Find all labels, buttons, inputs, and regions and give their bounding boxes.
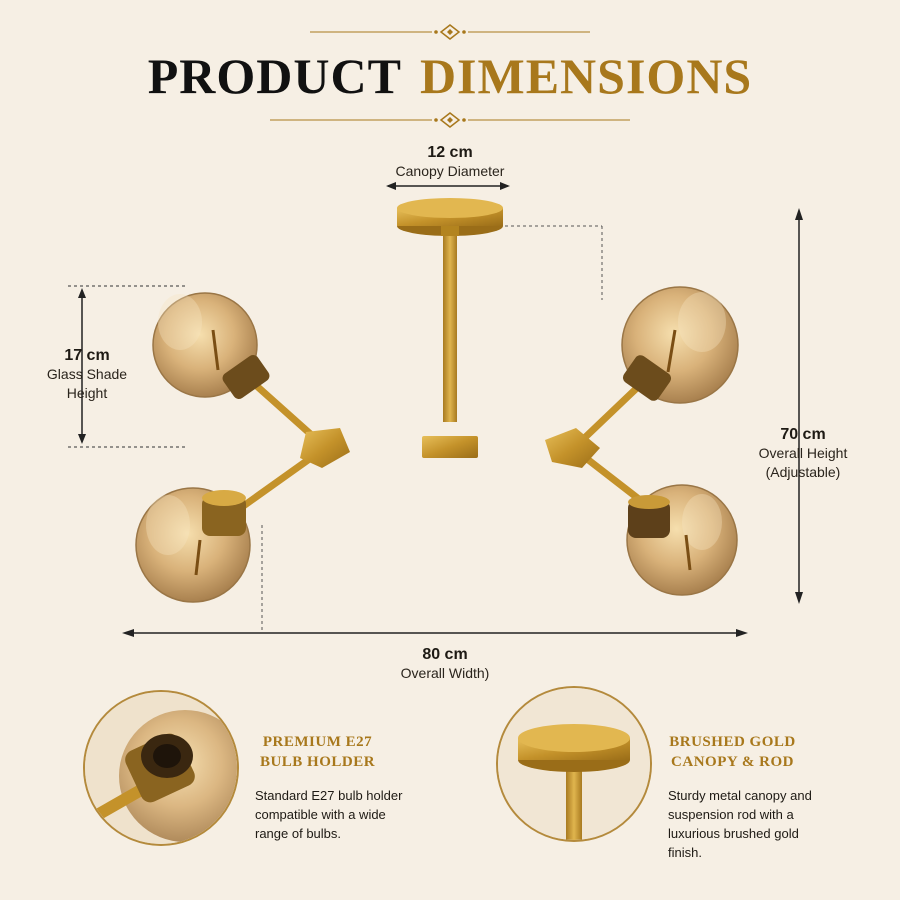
glass-globe-top-left: [152, 292, 270, 399]
glass-globe-bottom-left: [135, 487, 251, 603]
fixture-arms: [231, 376, 666, 521]
height-dimension: 70 cm Overall Height (Adjustable): [738, 426, 868, 482]
width-label: Overall Width): [400, 665, 490, 681]
height-value: 70 cm: [780, 426, 826, 443]
width-value: 80 cm: [422, 646, 468, 663]
feature-1-title: PREMIUM E27 BULB HOLDER: [259, 734, 376, 770]
width-dimension-arrow: [122, 525, 748, 637]
canopy-rod-detail-image: [496, 686, 652, 842]
title-product: PRODUCT: [147, 48, 402, 104]
bulb-holder-detail-image: [83, 690, 239, 846]
page-title: PRODUCT DIMENSIONS: [0, 44, 900, 108]
height-label-line1: Overall Height: [758, 445, 848, 461]
canopy-value: 12 cm: [427, 144, 473, 161]
shade-value: 17 cm: [64, 347, 110, 364]
canopy-dimension: 12 cm Canopy Diameter: [350, 144, 550, 181]
glass-globe-bottom-right: [626, 484, 738, 596]
title-dimensions: DIMENSIONS: [419, 48, 753, 104]
height-dimension-arrow: [505, 208, 803, 604]
height-label-line2: (Adjustable): [765, 464, 841, 480]
feature-2-description: Sturdy metal canopy and suspension rod w…: [668, 788, 812, 860]
shade-dimension-arrow: [68, 285, 185, 448]
shade-label-line2: Height: [66, 385, 108, 401]
bottom-ornament: [270, 112, 630, 128]
canopy-label: Canopy Diameter: [395, 163, 505, 179]
shade-dimension: 17 cm Glass Shade Height: [22, 347, 152, 403]
glass-globe-top-right: [621, 286, 739, 404]
shade-label-line1: Glass Shade: [46, 366, 128, 382]
feature-1-description: Standard E27 bulb holder compatible with…: [255, 788, 403, 841]
width-dimension: 80 cm Overall Width): [345, 646, 545, 683]
top-ornament: [310, 24, 590, 40]
canopy: [397, 198, 503, 422]
canopy-dimension-arrow: [386, 182, 510, 190]
feature-2-title: BRUSHED GOLD CANOPY & ROD: [669, 734, 796, 770]
